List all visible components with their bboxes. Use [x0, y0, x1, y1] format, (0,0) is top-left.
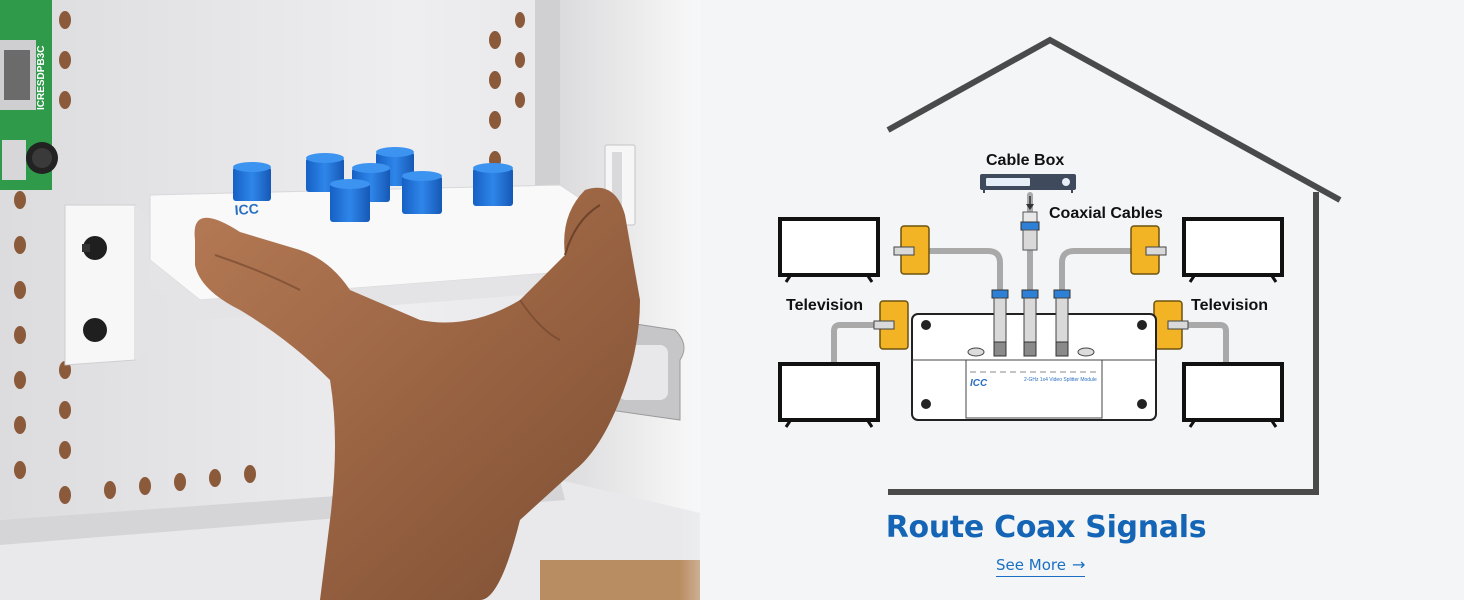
wall-plate-icon-top-left: [893, 225, 930, 275]
television-label-right: Television: [1191, 297, 1268, 314]
television-icon-top-right: [1182, 217, 1284, 283]
board-text: ICRESDPB3C: [36, 46, 47, 110]
cable-box-icon: [980, 174, 1076, 193]
module-brand: ICC: [970, 378, 988, 389]
wall-plate-icon-bottom-right: [1153, 300, 1189, 350]
product-photo: ICRESDPB3C ICC: [0, 0, 740, 600]
wall-plate-icon-bottom-left: [873, 300, 909, 350]
diagram-panel: Cable Box Coaxial Cables: [700, 0, 1464, 600]
cable-box-label: Cable Box: [986, 152, 1064, 169]
television-label-left: Television: [786, 297, 863, 314]
arrow-right-icon: →: [1071, 555, 1086, 574]
see-more-label: See More: [996, 556, 1066, 574]
house-outline-walls: [888, 192, 1319, 495]
television-icon-bottom-left: [778, 362, 880, 428]
wall-plate-icon-top-right: [1130, 225, 1167, 275]
enclosure-illustration: ICRESDPB3C ICC: [0, 0, 740, 600]
television-icon-top-left: [778, 217, 880, 283]
headline: Route Coax Signals: [885, 510, 1207, 545]
coax-routing-diagram: Cable Box Coaxial Cables: [700, 0, 1464, 600]
house-outline: [886, 36, 1342, 203]
television-icon-bottom-right: [1182, 362, 1284, 428]
module-text: 2-GHz 1x4 Video Splitter Module: [1024, 377, 1097, 383]
coaxial-cables-label: Coaxial Cables: [1049, 205, 1163, 222]
splitter-connectors: [991, 289, 1071, 357]
svg-text:ICC: ICC: [234, 200, 259, 218]
see-more-link[interactable]: See More →: [996, 555, 1086, 577]
coax-connector-top: [1020, 196, 1040, 251]
